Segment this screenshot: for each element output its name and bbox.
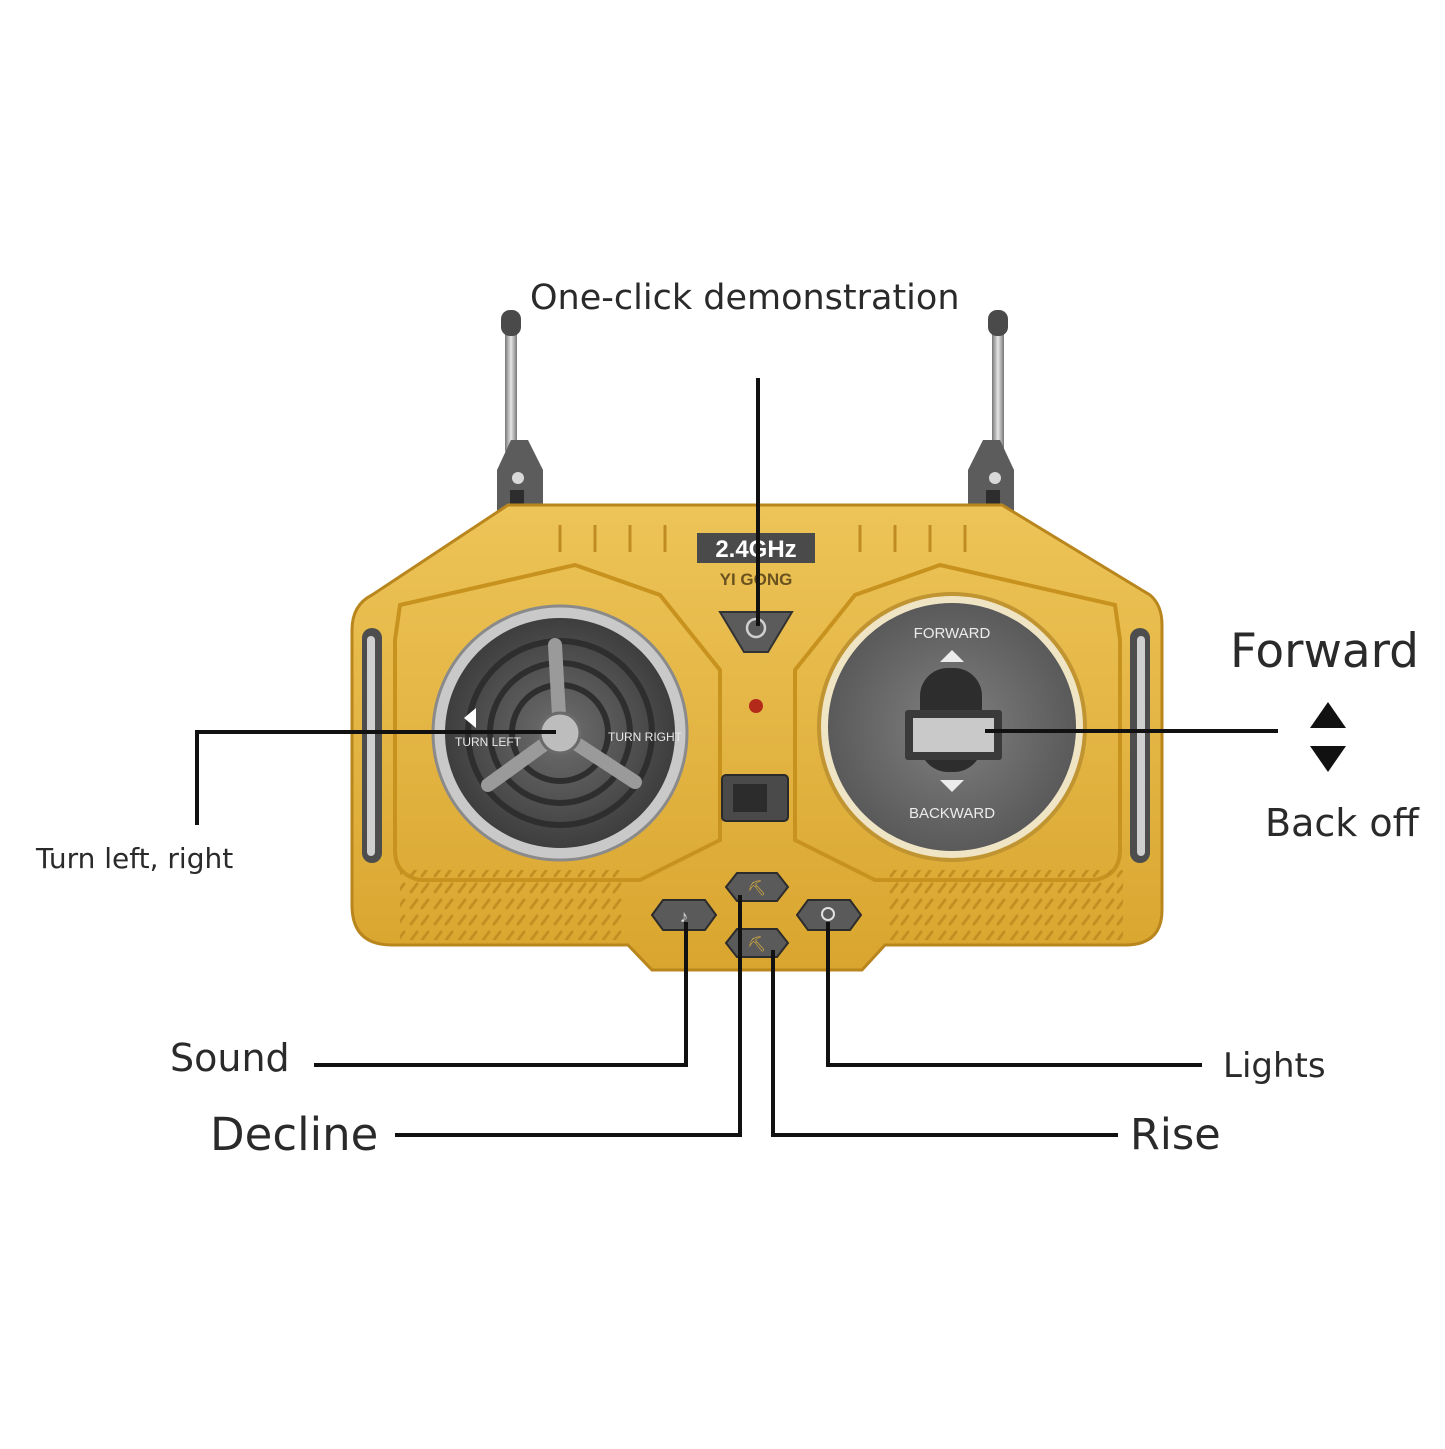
rise-button[interactable]: ⛏ — [724, 872, 790, 902]
callout-forward: Forward — [1230, 624, 1420, 679]
callout-lines — [195, 378, 1278, 1137]
steering-wheel[interactable]: TURN LEFT TURN RIGHT — [431, 604, 689, 862]
music-note-icon: ♪ — [680, 907, 689, 926]
excavator-down-icon: ⛏ — [747, 936, 766, 953]
callout-demo: One-click demonstration — [530, 278, 960, 318]
callout-turn: Turn left, right — [36, 842, 234, 875]
turn-left-label: TURN LEFT — [455, 735, 522, 749]
callout-sound: Sound — [170, 1036, 290, 1080]
forward-arrow-icon — [940, 650, 964, 662]
callout-lights: Lights — [1223, 1046, 1326, 1086]
power-led — [749, 699, 763, 713]
antenna-right — [968, 310, 1014, 515]
antenna-left — [497, 310, 543, 515]
up-arrow-icon — [1310, 702, 1346, 728]
callout-rise: Rise — [1130, 1110, 1221, 1160]
power-switch[interactable] — [721, 774, 789, 822]
callout-back: Back off — [1265, 801, 1419, 845]
decline-button[interactable]: ⛏ — [724, 928, 790, 958]
throttle-stick[interactable]: FORWARD BACKWARD — [817, 592, 1087, 862]
lights-button[interactable] — [795, 899, 863, 931]
turn-left-arrow-icon — [464, 708, 476, 728]
sound-button[interactable]: ♪ — [650, 899, 718, 931]
backward-arrow-icon — [940, 780, 964, 792]
down-arrow-icon — [1310, 746, 1346, 772]
backward-label: BACKWARD — [909, 805, 995, 822]
forward-label: FORWARD — [914, 625, 991, 642]
callout-decline: Decline — [210, 1108, 379, 1161]
excavator-up-icon: ⛏ — [747, 880, 766, 897]
turn-right-label: TURN RIGHT — [608, 730, 683, 744]
bulb-icon — [821, 907, 835, 921]
